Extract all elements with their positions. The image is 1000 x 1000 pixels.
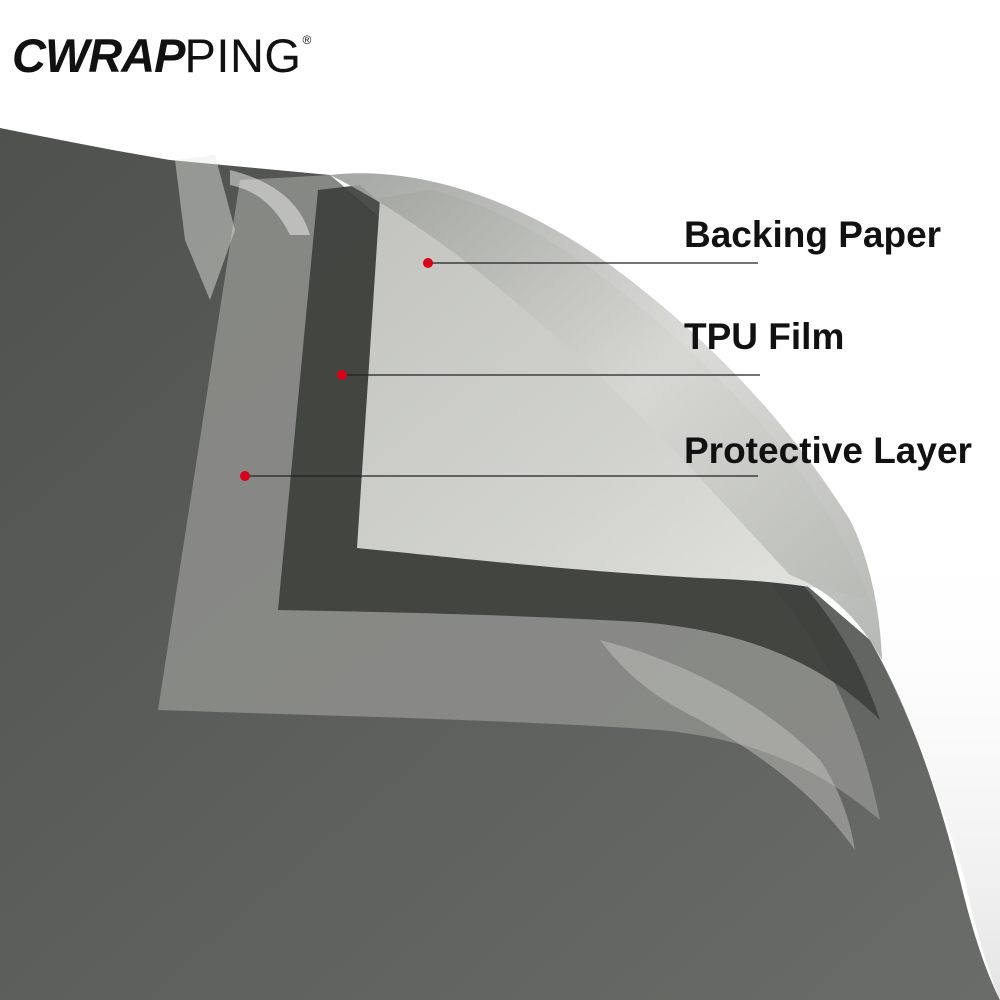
callout-label-tpu-film: TPU Film [684,316,845,357]
registered-mark: ® [302,33,311,47]
clear-film-highlight [600,640,855,850]
callout-label-protective-layer: Protective Layer [684,430,972,471]
curl-shadow [820,520,1000,1000]
callout-dot-backing [423,258,433,268]
callout-dot-protective [240,471,250,481]
clear-film-highlight [230,170,310,235]
clear-film-highlight [175,155,235,300]
logo-light-text: PING [184,29,302,82]
callout-label-backing-paper: Backing Paper [684,214,942,255]
brand-logo: CWRAPPING® [12,32,311,79]
callout-dot-tpu [337,370,347,380]
curled-corner [330,173,882,660]
logo-bold-text: CWRAP [12,29,186,82]
